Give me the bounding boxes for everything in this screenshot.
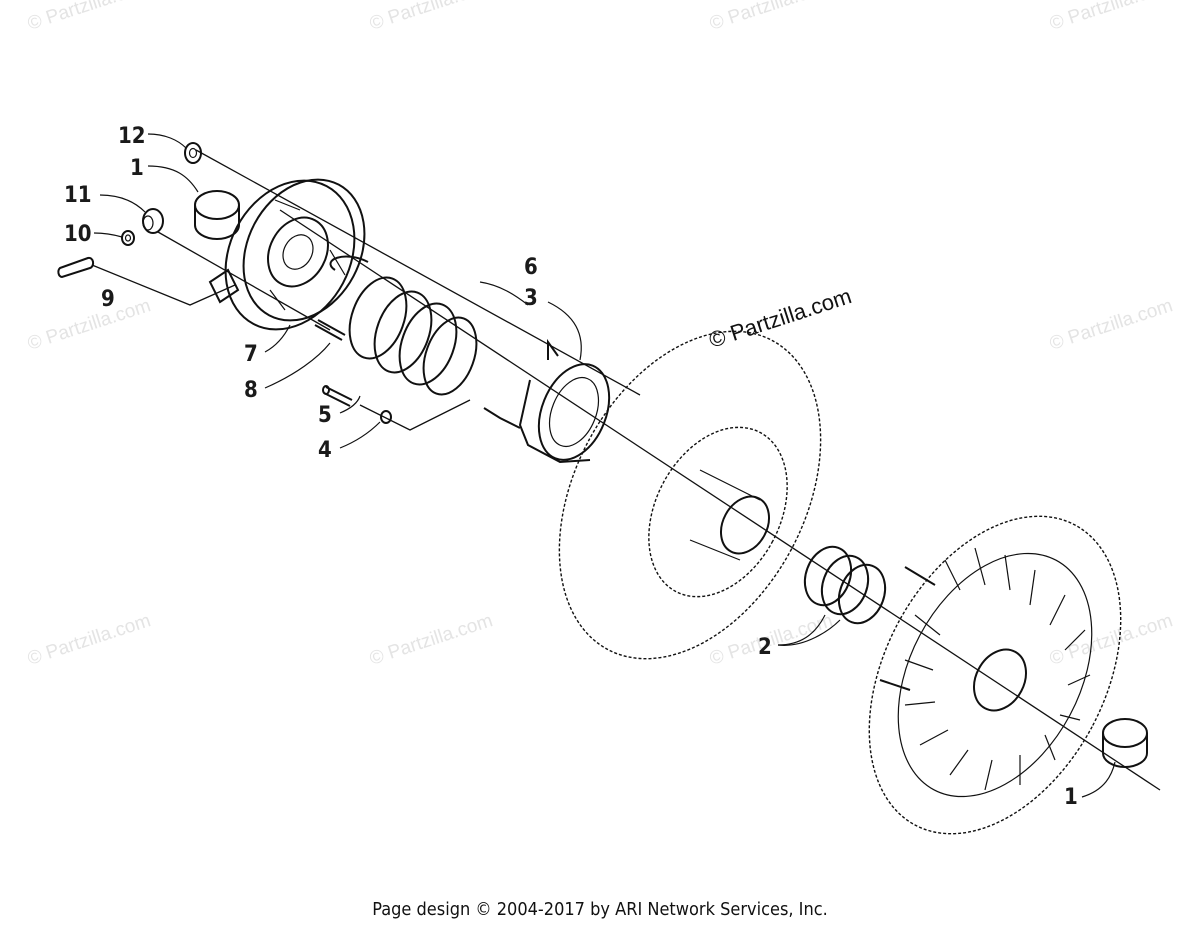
callout-10: 10 — [64, 222, 92, 247]
callout-8: 8 — [244, 378, 258, 403]
watermark: © Partzilla.com — [707, 0, 835, 35]
callout-9: 9 — [101, 287, 115, 312]
callout-4: 4 — [318, 438, 332, 463]
part-10-washer — [121, 230, 135, 246]
callout-12: 12 — [118, 124, 146, 149]
part-8-rod — [314, 319, 346, 341]
watermark: © Partzilla.com — [367, 0, 495, 35]
watermark: © Partzilla.com — [367, 610, 495, 670]
watermark: © Partzilla.com — [25, 0, 153, 35]
callout-1-lower: 1 — [1064, 785, 1078, 810]
part-5-bolt — [322, 385, 353, 407]
part-12-nut — [184, 142, 202, 164]
part-11-roller — [142, 208, 164, 234]
watermark-prominent: © Partzilla.com — [706, 283, 855, 353]
callout-5: 5 — [318, 403, 332, 428]
part-1-bushing-upper — [194, 190, 240, 240]
callout-labels: 12 1 11 10 9 7 8 6 3 5 4 2 1 — [64, 124, 1078, 810]
callout-6: 6 — [524, 255, 538, 280]
page-footer: Page design © 2004-2017 by ARI Network S… — [372, 899, 828, 920]
callout-2: 2 — [758, 635, 772, 660]
callout-11: 11 — [64, 183, 92, 208]
callout-7: 7 — [244, 342, 258, 367]
watermark: © Partzilla.com — [1047, 295, 1175, 355]
part-4-washer — [380, 410, 392, 424]
fixed-sheave — [868, 515, 1122, 835]
part-6-spring — [329, 255, 478, 396]
watermark: © Partzilla.com — [1047, 610, 1175, 670]
part-2-spring-set — [803, 545, 887, 625]
part-3-ramp-sleeve — [483, 338, 611, 464]
movable-sheave — [558, 330, 822, 660]
callout-leaders — [93, 133, 1116, 798]
part-1-bushing-lower — [1102, 718, 1148, 768]
callout-1-upper: 1 — [130, 156, 144, 181]
watermark-layer: © Partzilla.com © Partzilla.com © Partzi… — [25, 0, 1175, 670]
part-9-pin — [57, 256, 95, 279]
watermark: © Partzilla.com — [25, 610, 153, 670]
assembly-axis-lines — [91, 149, 1161, 791]
watermark: © Partzilla.com — [1047, 0, 1175, 35]
callout-3: 3 — [524, 286, 538, 311]
cam-plate — [208, 178, 366, 331]
watermark: © Partzilla.com — [25, 295, 153, 355]
